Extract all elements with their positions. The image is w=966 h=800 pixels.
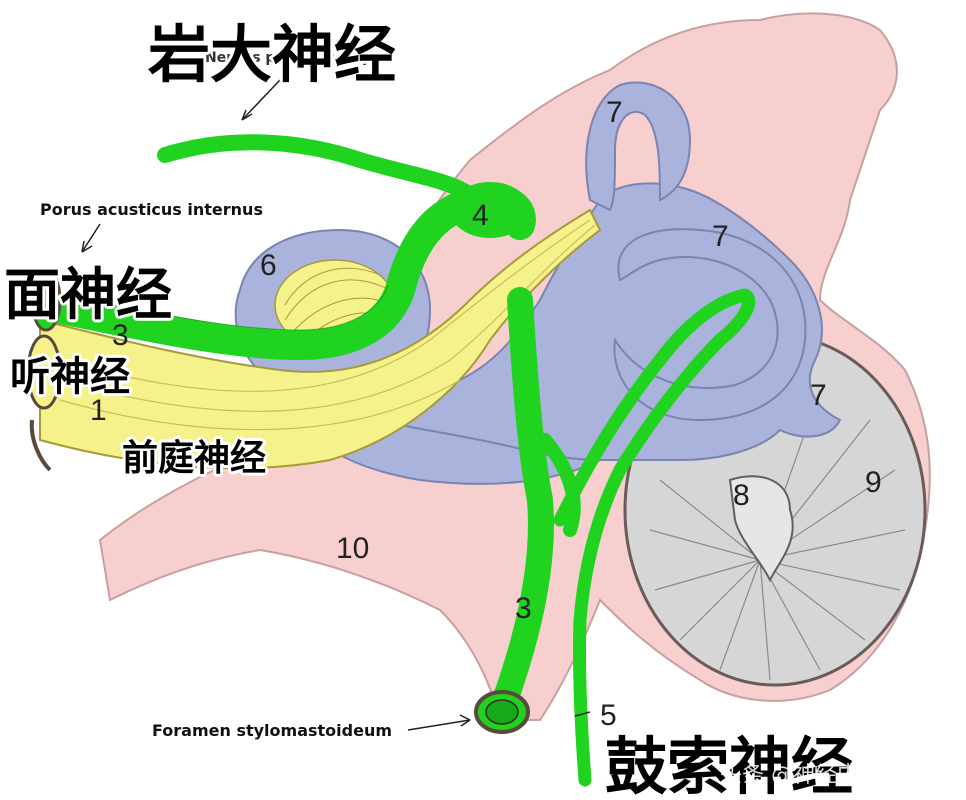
vestibulocochlear-nerve: [39, 208, 602, 470]
number-8: 8: [733, 479, 750, 512]
number-6: 6: [260, 249, 277, 282]
number-5: 5: [600, 699, 617, 732]
label-chorda-tympani-cn: 鼓索神经: [605, 730, 853, 800]
watermark: 头条 @神经内科: [720, 763, 881, 788]
pointer-arrows: [81, 79, 591, 731]
label-vestibular-nerve-cn: 前庭神经: [122, 438, 266, 479]
number-9: 9: [865, 466, 882, 499]
porus-ends: [26, 268, 62, 472]
number-10: 10: [336, 532, 369, 565]
label-foramen-stylomastoideum: Foramen stylomastoideum: [152, 721, 392, 740]
number-4: 4: [472, 199, 489, 232]
label-facial-nerve-cn: 面神经: [4, 263, 172, 328]
label-cochlear-nerve-cn: 听神经: [10, 354, 130, 400]
foramen-ring: [474, 690, 530, 734]
label-porus-acusticus: Porus acusticus internus: [40, 200, 263, 219]
region-numbers: 1 3 3 4 5 6 7 7 7 8 9 10: [90, 96, 882, 732]
number-1: 1: [90, 394, 107, 427]
number-3-upper: 3: [112, 319, 129, 352]
facial-nerve: [25, 134, 756, 787]
number-7-right: 7: [810, 379, 827, 412]
number-7-top: 7: [606, 96, 623, 129]
label-greater-petrosal-latin: Nervus petrosus major: [205, 50, 385, 66]
number-7-mid: 7: [712, 220, 729, 253]
label-greater-petrosal-cn: 岩大神经: [148, 18, 396, 91]
number-3-lower: 3: [515, 592, 532, 625]
